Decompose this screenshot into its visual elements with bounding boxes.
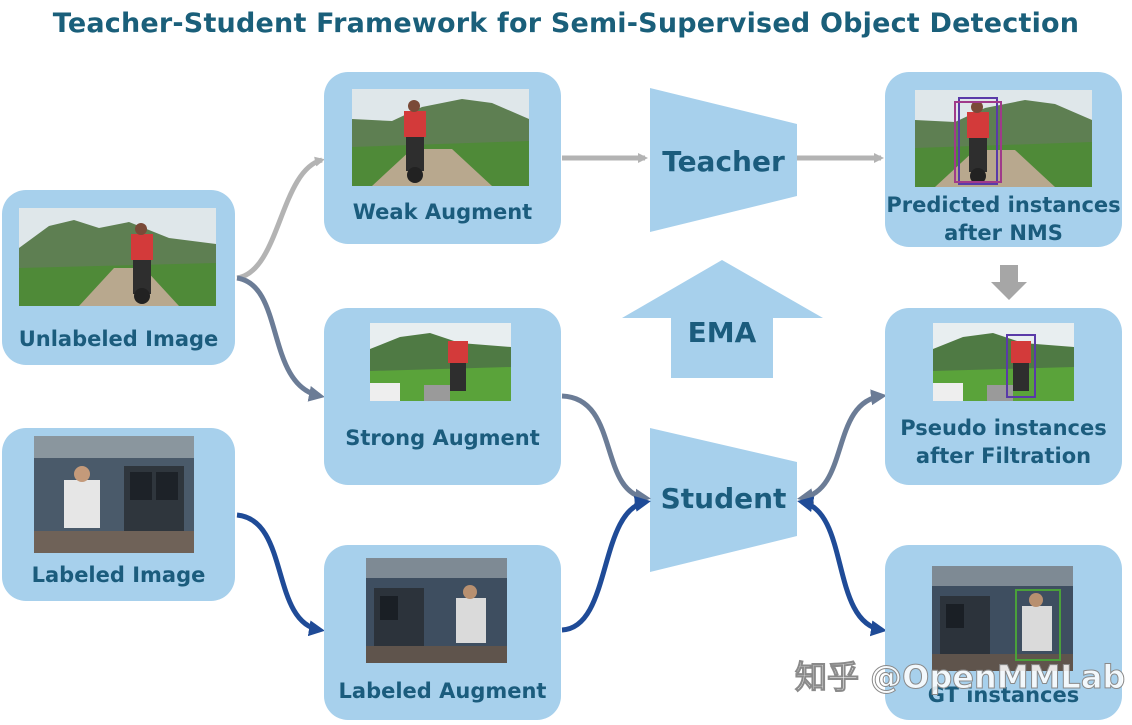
- weak-augment-label: Weak Augment: [352, 200, 533, 224]
- labeled-augment-label: Labeled Augment: [338, 679, 547, 703]
- strong-augment-label: Strong Augment: [345, 426, 540, 450]
- gt-instances-box: GT instances: [885, 545, 1122, 720]
- arrow-labeledaug-to-student: [561, 495, 651, 633]
- student-shape: [650, 428, 797, 572]
- pseudo-label-line2: after Filtration: [915, 444, 1092, 468]
- predicted-instances-box: Predicted instances after NMS: [885, 72, 1122, 247]
- gt-label: GT instances: [927, 683, 1080, 707]
- ema-arrow: [622, 260, 823, 378]
- down-arrow: [991, 265, 1027, 300]
- unlabeled-label: Unlabeled Image: [18, 327, 219, 351]
- labeled-photo: [34, 436, 194, 553]
- strong-augment-box: Strong Augment: [324, 308, 561, 485]
- ema-label: EMA: [687, 316, 757, 349]
- page-title: Teacher-Student Framework for Semi-Super…: [52, 8, 1080, 39]
- teacher-label: Teacher: [662, 145, 785, 178]
- strong-augment-photo: [370, 323, 511, 401]
- watermark: 知乎 @OpenMMLab: [794, 658, 1126, 697]
- arrow-unlabeled-to-weak: [236, 156, 325, 281]
- labeled-image-box: Labeled Image: [2, 428, 235, 601]
- unlabeled-photo: [19, 208, 216, 306]
- arrow-student-gt: [797, 496, 887, 637]
- arrow-student-pseudo: [797, 389, 887, 505]
- labeled-augment-photo: [366, 558, 507, 663]
- predicted-photo: [915, 90, 1092, 187]
- predicted-label-line2: after NMS: [944, 221, 1063, 245]
- predicted-label-line1: Predicted instances: [886, 193, 1121, 217]
- weak-augment-photo: [352, 89, 529, 186]
- arrow-labeled-to-labeledaug: [236, 512, 325, 637]
- labeled-augment-box: Labeled Augment: [324, 545, 561, 720]
- student-label: Student: [660, 482, 787, 515]
- labeled-label: Labeled Image: [31, 563, 206, 587]
- pseudo-photo: [933, 323, 1074, 401]
- pseudo-instances-box: Pseudo instances after Filtration: [885, 308, 1122, 485]
- pseudo-label-line1: Pseudo instances: [900, 416, 1107, 440]
- arrow-strong-to-student: [561, 393, 651, 505]
- unlabeled-image-box: Unlabeled Image: [2, 190, 235, 365]
- arrow-unlabeled-to-strong: [236, 275, 325, 402]
- gt-photo: [932, 566, 1073, 671]
- weak-augment-box: Weak Augment: [324, 72, 561, 244]
- teacher-shape: [650, 88, 797, 232]
